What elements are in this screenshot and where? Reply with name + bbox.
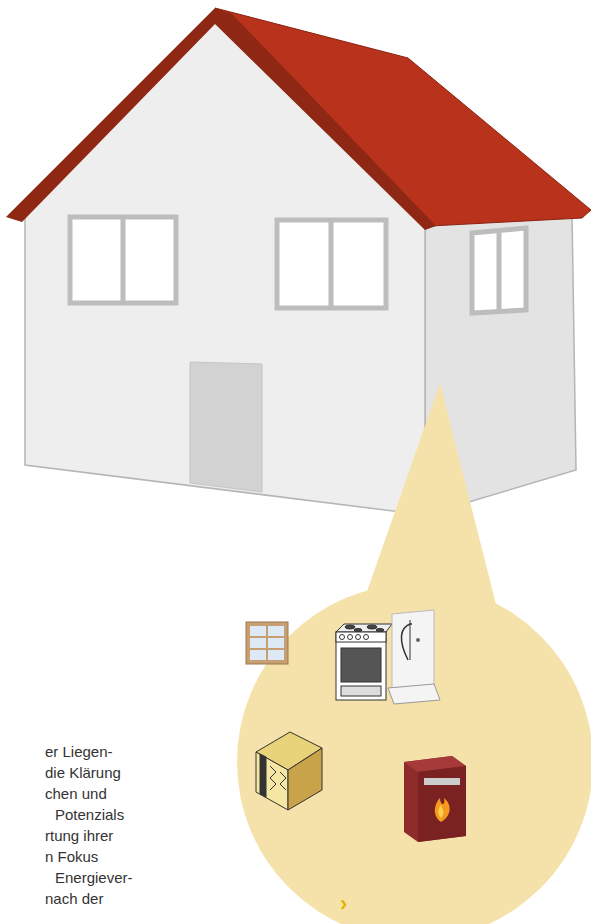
boiler-icon — [404, 756, 466, 842]
body-text: nach der — [45, 890, 103, 908]
window-icon — [246, 622, 288, 664]
body-text: chen und — [45, 785, 107, 803]
door — [190, 362, 262, 492]
body-text: n Fokus — [45, 848, 98, 866]
roof-edge — [6, 8, 436, 230]
stove-icon — [336, 624, 392, 700]
body-text: rtung ihrer — [45, 827, 113, 845]
body-text: Energiever- — [55, 869, 133, 887]
callout-bubble — [237, 383, 591, 924]
shower-icon — [388, 610, 440, 704]
window — [70, 217, 526, 313]
body-text: er Liegen- — [45, 743, 113, 761]
body-text: die Klärung — [45, 764, 121, 782]
body-text: Potenzials — [55, 806, 124, 824]
insulation-icon — [256, 732, 322, 810]
chevron-mark: › — [340, 893, 347, 915]
